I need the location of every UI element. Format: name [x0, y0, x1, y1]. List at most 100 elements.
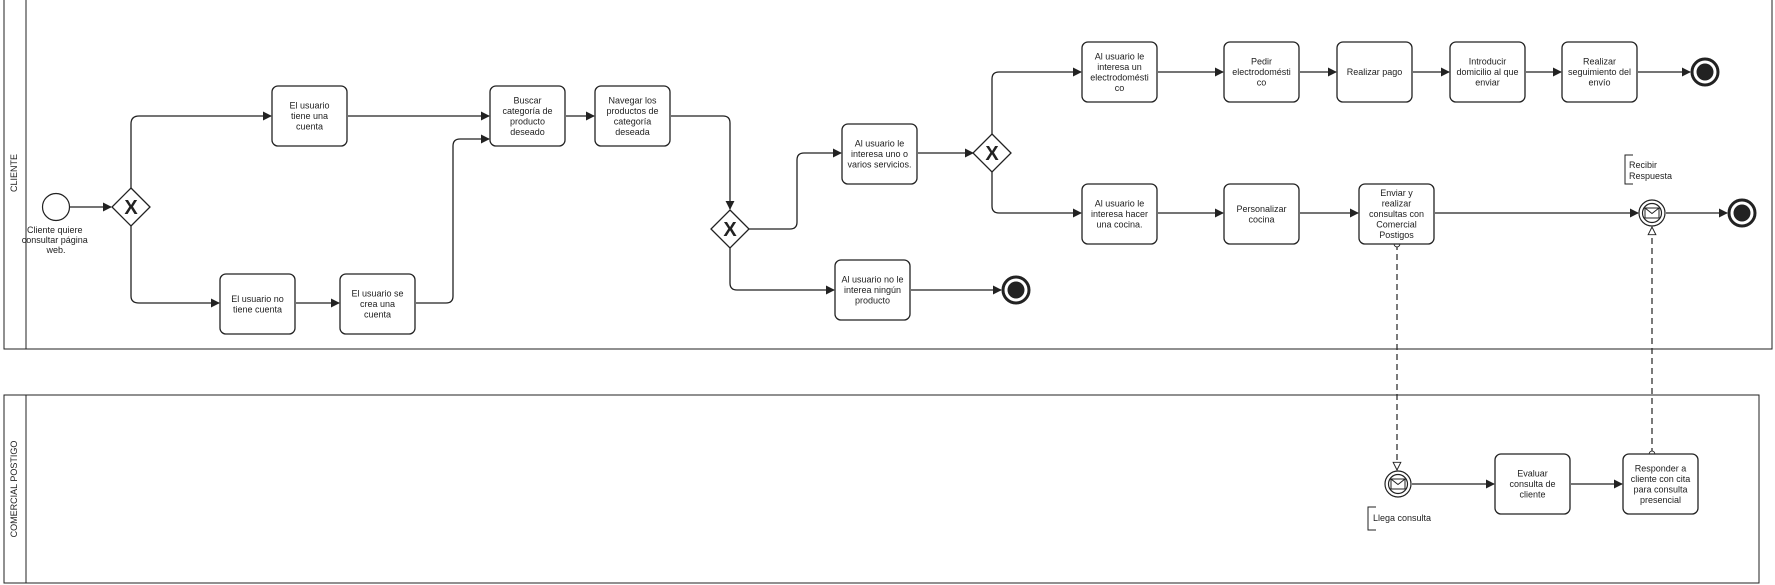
task-label-line: Introducir [1469, 57, 1507, 67]
task-label-line: para consulta [1633, 484, 1687, 494]
gateway-gw3[interactable]: X [972, 133, 1012, 173]
start-label-line: Cliente quiere [27, 225, 83, 235]
task-box [1494, 453, 1571, 515]
task-label-line: cuenta [364, 310, 391, 320]
task-label-line: Postigos [1379, 230, 1414, 240]
message-catch-event[interactable] [1638, 199, 1666, 227]
pool-label: CLIENTE [9, 154, 19, 192]
envelope-icon [1390, 478, 1406, 490]
annotation-recibir-respuesta[interactable]: Recibir Respuesta [1624, 154, 1672, 185]
task-box [841, 123, 918, 185]
task-label-line: categoría de [502, 106, 552, 116]
task-label-line: co [1115, 83, 1125, 93]
task-label-line: Al usuario le [1095, 51, 1145, 61]
annotation-text: Llega consulta [1373, 513, 1431, 523]
end-event-cocina[interactable] [1727, 198, 1757, 228]
task-label-line: Enviar y [1380, 188, 1413, 198]
task-label-line: Al usuario no le [841, 275, 903, 285]
gateway-gw2[interactable]: X [710, 209, 750, 249]
pool-comercial-postigo[interactable]: COMERCIAL POSTIGO [3, 394, 1760, 584]
task-box [339, 273, 416, 335]
task-label-line: Responder a [1635, 463, 1687, 473]
task-box [1358, 183, 1435, 245]
task-label: Realizar pago [1347, 67, 1403, 77]
task-label-line: Realizar [1583, 57, 1616, 67]
task-label-line: cuenta [296, 122, 323, 132]
task-label-line: Realizar pago [1347, 67, 1403, 77]
task-label-line: una cocina. [1096, 220, 1142, 230]
flow-gw1-nocuenta [130, 226, 220, 308]
task-box [1081, 41, 1158, 103]
annotation-llega-consulta[interactable]: Llega consulta [1367, 506, 1431, 531]
start-label-line: consultar página [22, 235, 88, 245]
task-label-line: producto [855, 296, 890, 306]
task-box [834, 259, 911, 321]
task-label-line: tiene cuenta [233, 304, 282, 314]
task-box [1561, 41, 1638, 103]
gateway-gw1[interactable]: X [111, 187, 151, 227]
task-label-line: interea ningún [844, 285, 901, 295]
task-label-line: productos de [606, 106, 658, 116]
task-label-line: producto [510, 116, 545, 126]
annotation-line: Llega consulta [1373, 513, 1431, 523]
message-flows [1397, 227, 1652, 470]
task-label-line: Buscar [513, 95, 541, 105]
pool-label: COMERCIAL POSTIGO [9, 441, 19, 538]
task-label-line: Personalizar [1236, 204, 1286, 214]
task-label-line: Al usuario le [855, 139, 905, 149]
task-pago[interactable]: Realizar pago [1336, 41, 1413, 103]
task-label-line: El usuario no [231, 294, 284, 304]
message-start-event[interactable] [1384, 470, 1412, 498]
end-event-ninguno[interactable] [1001, 275, 1031, 305]
task-label-line: envío [1588, 78, 1610, 88]
task-label-line: seguimiento del [1568, 67, 1631, 77]
task-label-line: deseado [510, 127, 545, 137]
flow-gw2-ninguno [729, 248, 835, 295]
start-event-label: Cliente quiere consultar página web. [22, 225, 91, 255]
task-label-line: presencial [1640, 495, 1681, 505]
task-label-line: interesa hacer [1091, 209, 1148, 219]
task-label-line: El usuario se [351, 289, 403, 299]
task-label-line: El usuario [289, 101, 329, 111]
task-label-line: electrodomésti [1232, 67, 1291, 77]
start-event[interactable]: Cliente quiere consultar página web. [22, 192, 91, 256]
task-box [1081, 183, 1158, 245]
gateway-marker: X [723, 219, 737, 241]
end-event-electro[interactable] [1690, 57, 1720, 87]
gateway-marker: X [985, 143, 999, 165]
task-label-line: categoría [614, 116, 652, 126]
annotation-text: Recibir Respuesta [1629, 160, 1672, 181]
annotation-line: Recibir [1629, 160, 1657, 170]
task-box [489, 85, 566, 147]
task-label-line: cliente con cita [1631, 474, 1691, 484]
gateways: X X X [111, 133, 1012, 249]
